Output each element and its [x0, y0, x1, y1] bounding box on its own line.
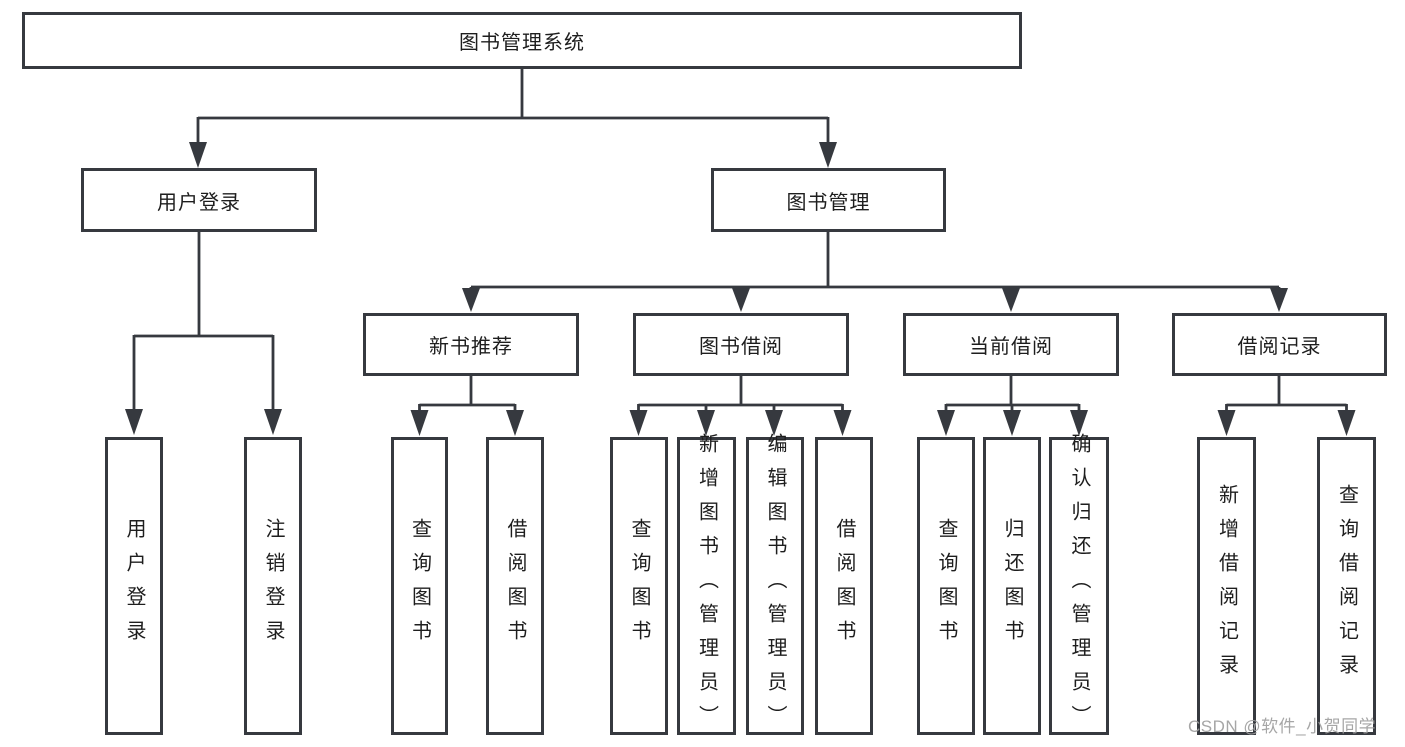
node-label: 当前借阅	[969, 336, 1053, 358]
leaf-label: 查询图书	[935, 518, 957, 654]
node-label: 图书借阅	[699, 336, 783, 358]
node-book-borrowing: 图书借阅	[633, 313, 849, 376]
leaf-label: 编辑图书（管理员）	[764, 433, 786, 739]
node-label: 用户登录	[157, 191, 241, 214]
csdn-watermark: CSDN @软件_小贺同学	[1188, 717, 1377, 736]
leaf-label: 借阅图书	[504, 518, 526, 654]
node-borrowing-records: 借阅记录	[1172, 313, 1387, 376]
leaf-query-books: 查询图书	[917, 437, 975, 735]
leaf-label: 借阅图书	[833, 518, 855, 654]
leaf-label: 注销登录	[262, 518, 284, 654]
leaf-add-borrow-record: 新增借阅记录	[1197, 437, 1256, 735]
leaf-logout: 注销登录	[244, 437, 302, 735]
leaf-borrow-books: 借阅图书	[815, 437, 873, 735]
leaf-query-books: 查询图书	[610, 437, 668, 735]
node-root-system: 图书管理系统	[22, 12, 1022, 69]
leaf-label: 新增借阅记录	[1215, 484, 1238, 688]
node-label: 图书管理	[786, 191, 871, 214]
leaf-label: 归还图书	[1001, 518, 1023, 654]
node-root-label: 图书管理系统	[459, 32, 585, 54]
leaf-label: 用户登录	[123, 518, 145, 654]
leaf-query-borrow-record: 查询借阅记录	[1317, 437, 1376, 735]
leaf-add-books-admin: 新增图书（管理员）	[677, 433, 736, 739]
node-label: 借阅记录	[1237, 336, 1322, 358]
leaf-label: 查询借阅记录	[1335, 484, 1358, 688]
node-book-management: 图书管理	[711, 168, 946, 232]
node-label: 新书推荐	[429, 336, 513, 358]
leaf-label: 查询图书	[408, 518, 431, 654]
leaf-return-books: 归还图书	[983, 437, 1041, 735]
leaf-user-login: 用户登录	[105, 437, 163, 735]
leaf-label: 确认归还（管理员）	[1068, 433, 1090, 739]
node-current-borrowing: 当前借阅	[903, 313, 1119, 376]
connector-arrowheads	[125, 142, 1356, 436]
leaf-query-books: 查询图书	[391, 437, 448, 735]
leaf-label: 新增图书（管理员）	[695, 433, 718, 739]
node-user-login: 用户登录	[81, 168, 317, 232]
leaf-borrow-books: 借阅图书	[486, 437, 544, 735]
node-new-book-recommendation: 新书推荐	[363, 313, 579, 376]
leaf-label: 查询图书	[628, 518, 650, 654]
leaf-confirm-return-admin: 确认归还（管理员）	[1049, 433, 1109, 739]
leaf-edit-books-admin: 编辑图书（管理员）	[746, 433, 804, 739]
